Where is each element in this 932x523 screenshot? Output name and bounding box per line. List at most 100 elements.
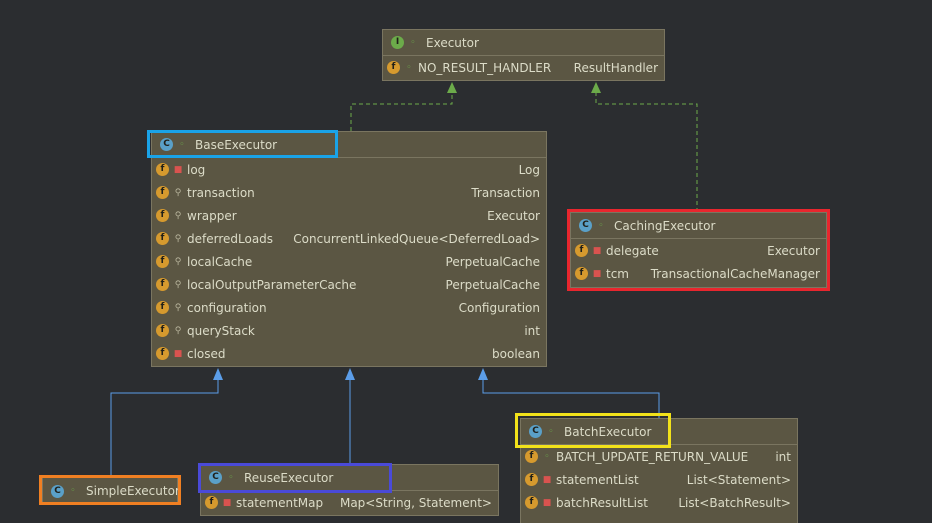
class-icon: C	[529, 425, 542, 438]
class-name: ReuseExecutor	[244, 470, 334, 485]
edge-batch-extends-base	[482, 376, 660, 418]
edge-simple-extends-base	[110, 376, 219, 476]
field-row[interactable]: f ⚲ transaction Transaction	[152, 181, 546, 204]
field-type: List<BatchResult>	[678, 495, 791, 510]
protected-key-icon: ⚲	[174, 302, 182, 313]
class-base-executor-header[interactable]: C ◦ BaseExecutor	[152, 132, 546, 158]
field-icon: f	[525, 450, 538, 463]
arrowhead-reuse-base	[345, 368, 355, 380]
protected-key-icon: ⚲	[174, 187, 182, 198]
field-type: Executor	[487, 208, 540, 223]
class-batch-executor[interactable]: C ◦ BatchExecutor f ◦ BATCH_UPDATE_RETUR…	[520, 418, 798, 523]
field-type: ResultHandler	[573, 60, 658, 75]
field-name: transaction	[187, 185, 255, 200]
field-icon: f	[156, 209, 169, 222]
field-icon: f	[156, 347, 169, 360]
field-name: queryStack	[187, 323, 255, 338]
field-icon: f	[156, 255, 169, 268]
field-icon: f	[156, 324, 169, 337]
field-icon: f	[575, 267, 588, 280]
class-executor[interactable]: I ◦ Executor f ◦ NO_RESULT_HANDLER Resul…	[382, 29, 665, 81]
public-visibility-icon: ◦	[406, 62, 412, 73]
class-caching-executor[interactable]: C ◦ CachingExecutor f ■ delegate Executo…	[570, 212, 827, 288]
field-name: statementList	[556, 472, 639, 487]
public-visibility-icon: ◦	[179, 139, 185, 150]
field-name: wrapper	[187, 208, 237, 223]
field-type: ConcurrentLinkedQueue<DeferredLoad>	[293, 231, 540, 246]
private-lock-icon: ■	[173, 164, 183, 175]
field-row[interactable]: f ■ delegate Executor	[571, 239, 826, 262]
field-row[interactable]: f ■ log Log	[152, 158, 546, 181]
field-type: int	[524, 323, 540, 338]
field-name: log	[187, 162, 206, 177]
field-type: PerpetualCache	[445, 254, 540, 269]
field-type: List<Statement>	[686, 472, 791, 487]
class-name: Executor	[426, 35, 479, 50]
field-row[interactable]: f ⚲ queryStack int	[152, 319, 546, 342]
field-row[interactable]: f ◦ BATCH_UPDATE_RETURN_VALUE int	[521, 445, 797, 468]
class-base-executor[interactable]: C ◦ BaseExecutor f ■ log Log f ⚲ transac…	[151, 131, 547, 367]
public-visibility-icon: ◦	[70, 486, 76, 496]
field-type: PerpetualCache	[445, 277, 540, 292]
field-name: BATCH_UPDATE_RETURN_VALUE	[556, 449, 749, 464]
interface-icon: I	[391, 36, 404, 49]
field-row[interactable]: f ■ tcm TransactionalCacheManager	[571, 262, 826, 285]
private-lock-icon: ■	[592, 245, 602, 256]
edge-base-implements-executor	[350, 88, 453, 131]
class-caching-executor-header[interactable]: C ◦ CachingExecutor	[571, 213, 826, 239]
edge-caching-implements-executor	[595, 88, 698, 212]
private-lock-icon: ■	[222, 497, 232, 508]
class-simple-executor[interactable]: C ◦ SimpleExecutor	[42, 477, 180, 504]
class-icon: C	[209, 471, 222, 484]
private-lock-icon: ■	[542, 474, 552, 485]
field-row[interactable]: f ⚲ localOutputParameterCache PerpetualC…	[152, 273, 546, 296]
protected-key-icon: ⚲	[174, 325, 182, 336]
public-visibility-icon: ◦	[544, 451, 550, 462]
field-icon: f	[387, 61, 400, 74]
class-icon: C	[160, 138, 173, 151]
field-type: Executor	[767, 243, 820, 258]
field-icon: f	[156, 278, 169, 291]
class-simple-executor-header[interactable]: C ◦ SimpleExecutor	[43, 478, 180, 504]
class-reuse-executor[interactable]: C ◦ ReuseExecutor f ■ statementMap Map<S…	[200, 464, 499, 516]
field-icon: f	[575, 244, 588, 257]
arrowhead-simple-base	[213, 368, 223, 380]
field-row[interactable]: f ◦ NO_RESULT_HANDLER ResultHandler	[383, 56, 664, 79]
class-icon: C	[51, 484, 64, 498]
field-type: Transaction	[471, 185, 540, 200]
field-name: NO_RESULT_HANDLER	[418, 60, 552, 75]
field-type: Configuration	[458, 300, 540, 315]
field-row[interactable]: f ⚲ wrapper Executor	[152, 204, 546, 227]
field-name: localCache	[187, 254, 253, 269]
protected-key-icon: ⚲	[174, 279, 182, 290]
field-type: Log	[518, 162, 540, 177]
field-row[interactable]: f ■ batchResultList List<BatchResult>	[521, 491, 797, 514]
field-row[interactable]: f ■ closed boolean	[152, 342, 546, 365]
field-name: deferredLoads	[187, 231, 274, 246]
class-name: CachingExecutor	[614, 218, 716, 233]
field-row[interactable]: f ⚲ configuration Configuration	[152, 296, 546, 319]
field-row[interactable]: f ■ statementList List<Statement>	[521, 468, 797, 491]
field-type: boolean	[492, 346, 540, 361]
class-batch-executor-header[interactable]: C ◦ BatchExecutor	[521, 419, 797, 445]
class-executor-header[interactable]: I ◦ Executor	[383, 30, 664, 56]
field-name: closed	[187, 346, 226, 361]
field-icon: f	[156, 232, 169, 245]
class-reuse-executor-header[interactable]: C ◦ ReuseExecutor	[201, 465, 498, 491]
field-name: batchResultList	[556, 495, 648, 510]
field-name: configuration	[187, 300, 267, 315]
field-type: TransactionalCacheManager	[650, 266, 820, 281]
field-row[interactable]: f ⚲ localCache PerpetualCache	[152, 250, 546, 273]
arrowhead-caching-executor	[591, 82, 601, 93]
public-visibility-icon: ◦	[598, 220, 604, 231]
class-icon: C	[579, 219, 592, 232]
class-name: SimpleExecutor	[86, 484, 180, 498]
field-icon: f	[525, 496, 538, 509]
field-icon: f	[525, 473, 538, 486]
field-row[interactable]: f ⚲ deferredLoads ConcurrentLinkedQueue<…	[152, 227, 546, 250]
field-name: delegate	[606, 243, 659, 258]
field-row[interactable]: f ■ statementMap Map<String, Statement>	[201, 491, 498, 514]
field-type: Map<String, Statement>	[339, 495, 492, 510]
public-visibility-icon: ◦	[410, 37, 416, 48]
